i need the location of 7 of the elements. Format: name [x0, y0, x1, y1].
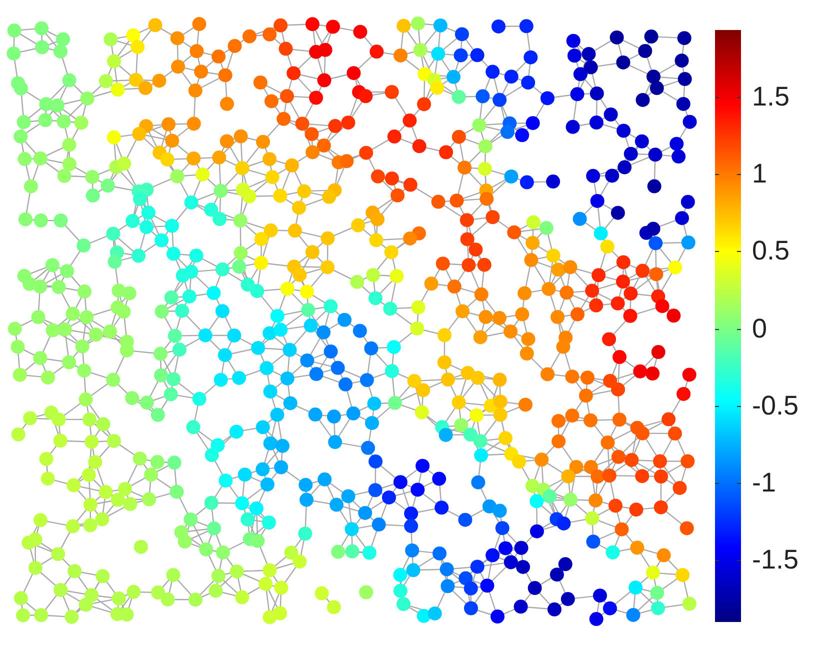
tick-label: 0.5 [752, 238, 790, 265]
tick-label: -0.5 [752, 392, 799, 420]
tick-label: -1.5 [752, 546, 799, 574]
tick-label: -1 [752, 469, 776, 496]
tick-label: 0 [752, 315, 768, 342]
tick-label: 1 [752, 160, 768, 188]
tick-label: 1.5 [752, 84, 790, 110]
